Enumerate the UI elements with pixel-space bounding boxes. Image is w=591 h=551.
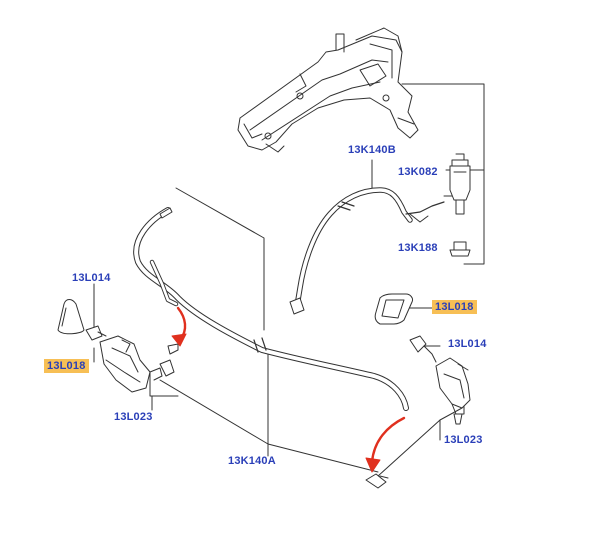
label-13l023-right: 13L023 (444, 434, 483, 446)
red-arrow-right (365, 416, 406, 473)
actuator-13l023-left (99, 335, 179, 393)
cover-13l018-right (374, 293, 413, 325)
washer-reservoir-bracket (237, 27, 419, 153)
label-13l018-left: 13L018 (44, 359, 89, 373)
washer-pump-13k082 (443, 153, 471, 215)
jet-13l014-right (409, 335, 437, 363)
label-13l014-right: 13L014 (448, 338, 487, 350)
cover-13l018-left (57, 299, 85, 335)
label-13l018-right: 13L018 (432, 300, 477, 314)
jet-13l014-left (85, 325, 107, 341)
red-arrow-left (171, 306, 187, 347)
label-13l014-left: 13L014 (72, 272, 111, 284)
label-13k188: 13K188 (398, 242, 438, 254)
label-13k082: 13K082 (398, 166, 438, 178)
hose-13k140a (133, 207, 409, 411)
label-13k140a: 13K140A (228, 455, 276, 467)
label-13l023-left: 13L023 (114, 411, 153, 423)
actuator-13l023-right (365, 357, 471, 489)
label-13k140b: 13K140B (348, 144, 396, 156)
hose-13k140b (289, 187, 445, 315)
grommet-13k188 (449, 241, 471, 257)
